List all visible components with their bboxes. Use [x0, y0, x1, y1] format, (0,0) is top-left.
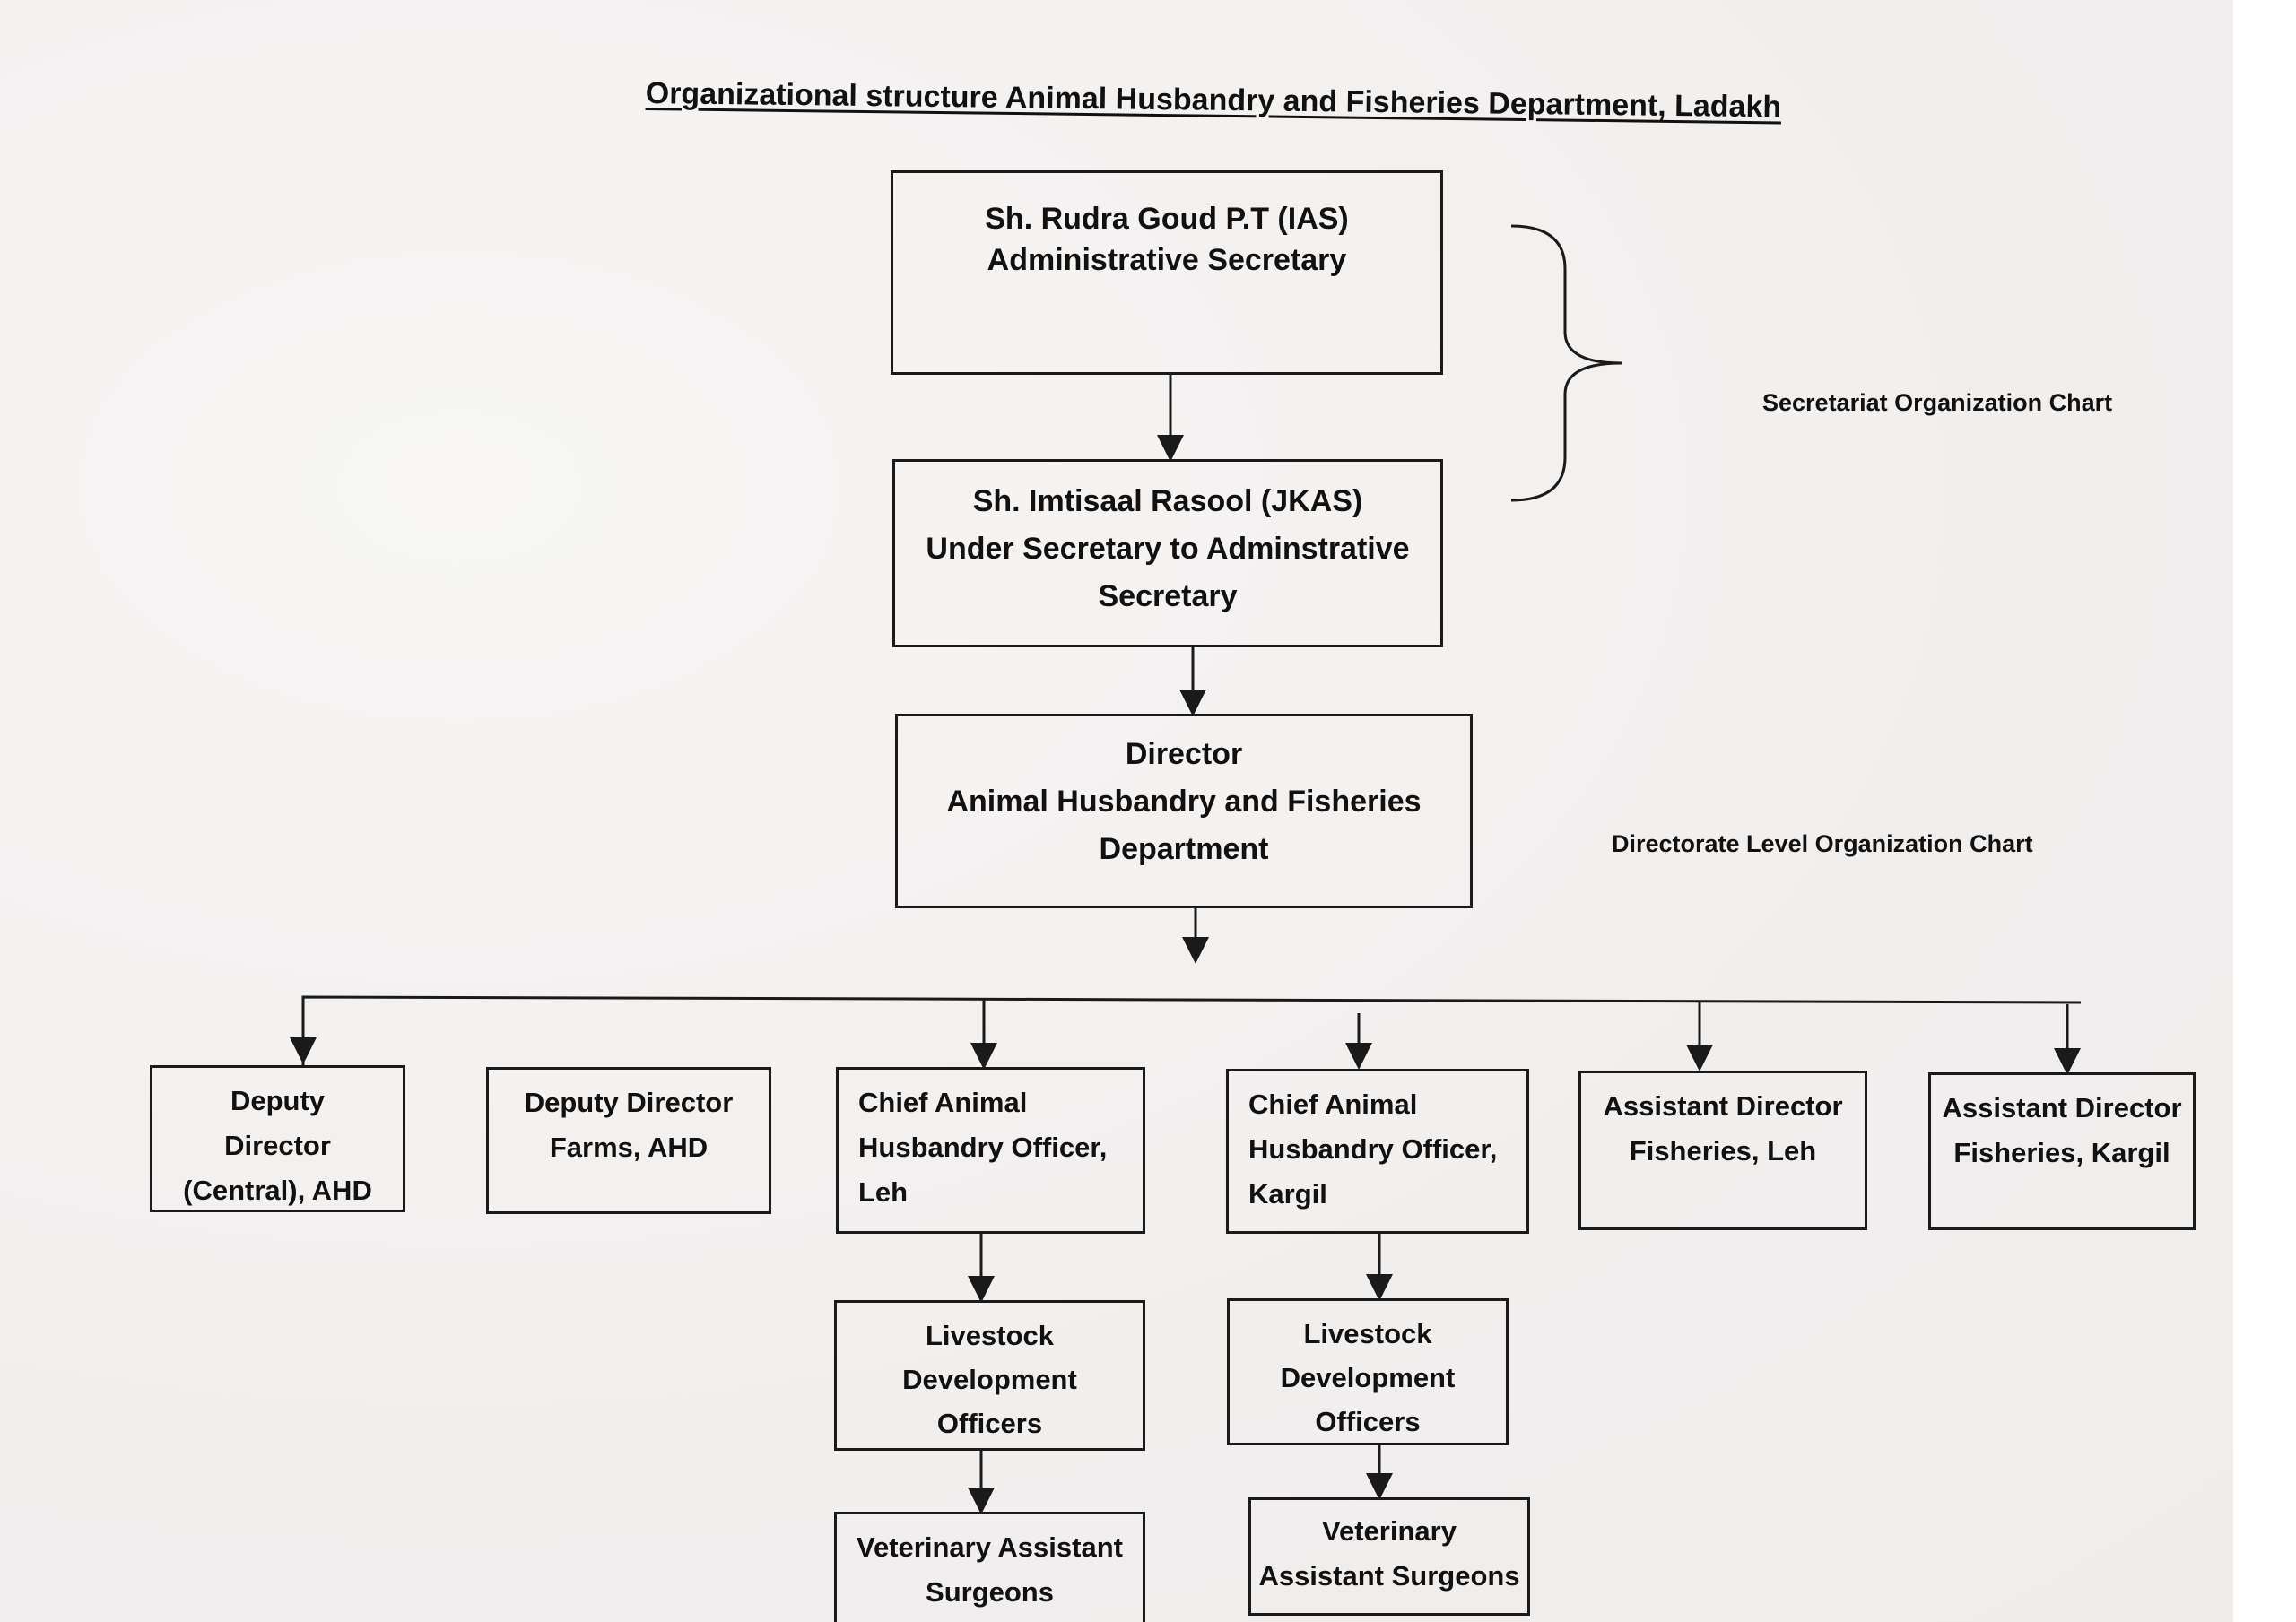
node-vas-leh: Veterinary Assistant Surgeons: [834, 1512, 1145, 1622]
node-line: Department: [1099, 832, 1269, 866]
node-line: Veterinary Assistant: [857, 1531, 1123, 1563]
node-line: Deputy: [230, 1085, 326, 1116]
node-line: Husbandry Officer,: [858, 1132, 1108, 1163]
node-line: Officers: [1315, 1406, 1421, 1437]
node-line: Director: [1125, 737, 1243, 771]
node-line: Sh. Imtisaal Rasool (JKAS): [972, 484, 1363, 518]
node-line: Assistant Director: [1603, 1090, 1843, 1122]
node-line: Surgeons: [926, 1576, 1054, 1608]
node-line: Fisheries, Leh: [1629, 1135, 1817, 1167]
node-vas-kargil: Veterinary Assistant Surgeons: [1248, 1497, 1530, 1616]
directorate-label: Directorate Level Organization Chart: [1612, 830, 2033, 857]
node-under-secretary: Sh. Imtisaal Rasool (JKAS) Under Secreta…: [892, 459, 1443, 647]
node-caho-kargil: Chief Animal Husbandry Officer, Kargil: [1226, 1069, 1529, 1234]
node-line: Leh: [858, 1176, 909, 1208]
node-line: Development: [1280, 1362, 1456, 1393]
node-line: Assistant Director: [1942, 1092, 2182, 1123]
node-admin-secretary: Sh. Rudra Goud P.T (IAS) Administrative …: [891, 170, 1443, 375]
node-deputy-director-central: Deputy Director (Central), AHD: [150, 1065, 405, 1212]
node-adf-leh: Assistant Director Fisheries, Leh: [1578, 1071, 1867, 1230]
node-line: Livestock: [1303, 1318, 1432, 1349]
node-line: Chief Animal: [858, 1087, 1028, 1118]
secretariat-label: Secretariat Organization Chart: [1762, 389, 2113, 416]
node-line: Veterinary: [1322, 1515, 1457, 1547]
node-line: Development: [902, 1364, 1077, 1395]
node-line: (Central), AHD: [183, 1175, 372, 1206]
node-line: Assistant Surgeons: [1258, 1560, 1520, 1592]
node-line: Administrative Secretary: [987, 243, 1347, 277]
node-line: Under Secretary to Adminstrative: [926, 532, 1410, 566]
node-line: Livestock: [925, 1320, 1054, 1351]
node-line: Husbandry Officer,: [1248, 1133, 1498, 1165]
node-caho-leh: Chief Animal Husbandry Officer, Leh: [836, 1067, 1145, 1234]
horizontal-bus-line: [301, 995, 2082, 1065]
node-line: Deputy Director: [524, 1087, 734, 1118]
node-line: Secretary: [1098, 579, 1238, 613]
node-director: Director Animal Husbandry and Fisheries …: [895, 714, 1473, 908]
node-line: Director: [224, 1130, 331, 1161]
secretariat-brace: [1510, 224, 1622, 502]
node-adf-kargil: Assistant Director Fisheries, Kargil: [1928, 1072, 2196, 1230]
node-line: Fisheries, Kargil: [1953, 1137, 2170, 1168]
node-line: Officers: [936, 1408, 1043, 1439]
node-line: Animal Husbandry and Fisheries: [946, 785, 1422, 819]
node-deputy-director-farms: Deputy Director Farms, AHD: [486, 1067, 771, 1214]
node-ldo-leh: Livestock Development Officers: [834, 1300, 1145, 1451]
node-ldo-kargil: Livestock Development Officers: [1227, 1298, 1509, 1445]
node-line: Kargil: [1248, 1178, 1327, 1210]
node-line: Chief Animal: [1248, 1089, 1418, 1120]
node-line: Farms, AHD: [549, 1132, 709, 1163]
node-line: Sh. Rudra Goud P.T (IAS): [985, 202, 1349, 236]
paper-edge: [2233, 0, 2296, 1622]
